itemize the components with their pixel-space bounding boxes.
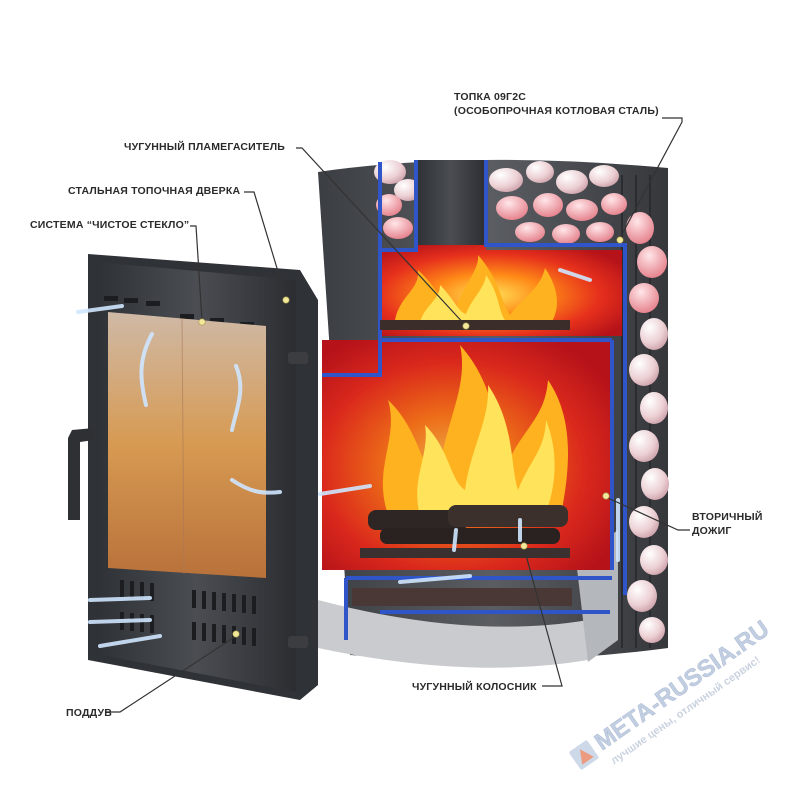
grate-plate bbox=[360, 548, 570, 558]
stone bbox=[629, 506, 659, 538]
label-blower: ПОДДУВ bbox=[66, 707, 112, 719]
stone bbox=[515, 222, 545, 242]
stone bbox=[566, 199, 598, 221]
stone bbox=[641, 468, 669, 500]
stone bbox=[489, 168, 523, 192]
airflow-arrows bbox=[76, 268, 620, 648]
airflow-arrow bbox=[76, 304, 124, 314]
stone bbox=[556, 170, 588, 194]
airflow-arrow bbox=[230, 478, 282, 495]
chimney-pipe bbox=[416, 160, 486, 250]
leader-blower bbox=[106, 635, 237, 713]
callout-labels: ТОПКА 09Г2С (ОСОБОПРОЧНАЯ КОТЛОВАЯ СТАЛЬ… bbox=[30, 91, 763, 719]
label-clean-glass: СИСТЕМА “ЧИСТОЕ СТЕКЛО” bbox=[30, 219, 189, 231]
airflow-arrow bbox=[88, 618, 152, 624]
airflow-arrow bbox=[398, 574, 472, 584]
stone bbox=[629, 430, 659, 462]
watermark-logo bbox=[569, 740, 599, 770]
flame bbox=[417, 385, 555, 515]
stone bbox=[640, 392, 668, 424]
label-flame-damper: ЧУГУННЫЙ ПЛАМЕГАСИТЕЛЬ bbox=[124, 140, 285, 153]
stone bbox=[376, 194, 402, 216]
leader-steel-door bbox=[244, 191, 287, 299]
marker-steel-door bbox=[282, 296, 290, 304]
airflow-arrow bbox=[452, 528, 458, 552]
marker-blower bbox=[232, 630, 240, 638]
log bbox=[368, 510, 468, 530]
flame bbox=[420, 275, 505, 322]
flames bbox=[382, 255, 569, 520]
label-steel-door: СТАЛЬНАЯ ТОПОЧНАЯ ДВЕРКА bbox=[68, 185, 240, 197]
stone bbox=[640, 545, 668, 575]
door-hinge-bottom bbox=[288, 636, 308, 648]
label-topka-line1: ТОПКА 09Г2С bbox=[454, 91, 526, 103]
stone bbox=[601, 193, 627, 215]
label-grate: ЧУГУННЫЙ КОЛОСНИК bbox=[412, 680, 537, 693]
stone bbox=[589, 165, 619, 187]
leader-flame-damper bbox=[296, 147, 467, 327]
log bbox=[380, 528, 560, 544]
airflow-arrow bbox=[558, 268, 592, 282]
ash-pan bbox=[352, 588, 572, 606]
leader-grate bbox=[523, 547, 563, 687]
airflow-arrow bbox=[318, 484, 372, 496]
airflow-arrow bbox=[88, 596, 152, 602]
firebox-steel-outline bbox=[322, 160, 627, 640]
logs bbox=[368, 505, 568, 544]
stove-body bbox=[318, 159, 669, 668]
label-secondary-line1: ВТОРИЧНЫЙ bbox=[692, 510, 763, 523]
marker-clean-glass bbox=[198, 318, 206, 326]
leader-secondary bbox=[607, 497, 690, 531]
stone bbox=[526, 161, 554, 183]
leader-clean-glass bbox=[190, 225, 203, 321]
door-handle bbox=[68, 428, 94, 520]
marker-topka bbox=[616, 236, 624, 244]
stone bbox=[640, 318, 668, 350]
airflow-arrow bbox=[139, 332, 154, 407]
stone bbox=[533, 193, 563, 217]
leader-lines bbox=[106, 117, 690, 713]
label-markers bbox=[198, 236, 624, 638]
door-glass bbox=[108, 312, 266, 578]
flame-damper-plate bbox=[380, 320, 570, 330]
stone-column-right bbox=[626, 212, 669, 643]
stone-basket-top bbox=[374, 160, 627, 244]
stone bbox=[627, 580, 657, 612]
base-shell bbox=[318, 600, 588, 668]
airflow-arrow bbox=[230, 364, 243, 432]
door-hinge-top bbox=[288, 352, 308, 364]
stone bbox=[639, 617, 665, 643]
marker-grate bbox=[520, 542, 528, 550]
door-assembly bbox=[68, 254, 318, 700]
leader-topka bbox=[619, 117, 683, 239]
label-secondary-line2: ДОЖИГ bbox=[692, 525, 732, 537]
stone bbox=[629, 354, 659, 386]
marker-flame-damper bbox=[462, 322, 470, 330]
stone bbox=[629, 283, 659, 313]
stone bbox=[496, 196, 528, 220]
label-topka-line2: (ОСОБОПРОЧНАЯ КОТЛОВАЯ СТАЛЬ) bbox=[454, 105, 659, 117]
marker-secondary bbox=[602, 492, 610, 500]
log bbox=[448, 505, 568, 527]
airflow-arrow bbox=[98, 634, 162, 648]
stone bbox=[626, 212, 654, 244]
stone bbox=[586, 222, 614, 242]
stone bbox=[637, 246, 667, 278]
stone bbox=[383, 217, 413, 239]
stone bbox=[552, 224, 580, 244]
